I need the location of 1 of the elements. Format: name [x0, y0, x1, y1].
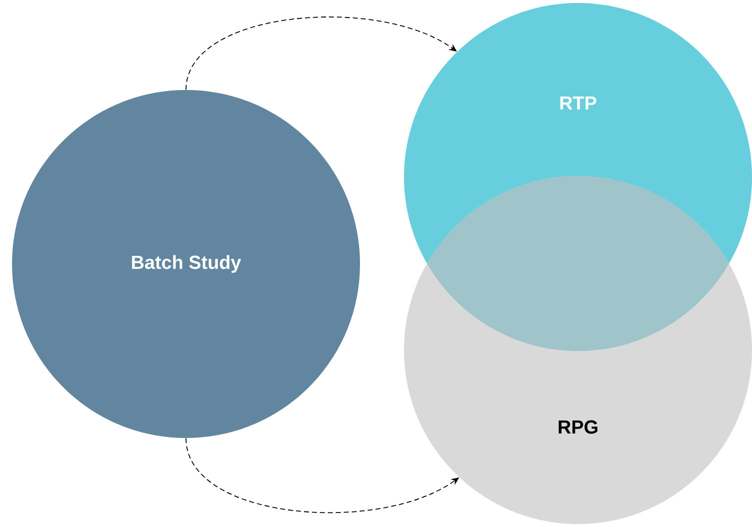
arrow [186, 16, 457, 90]
